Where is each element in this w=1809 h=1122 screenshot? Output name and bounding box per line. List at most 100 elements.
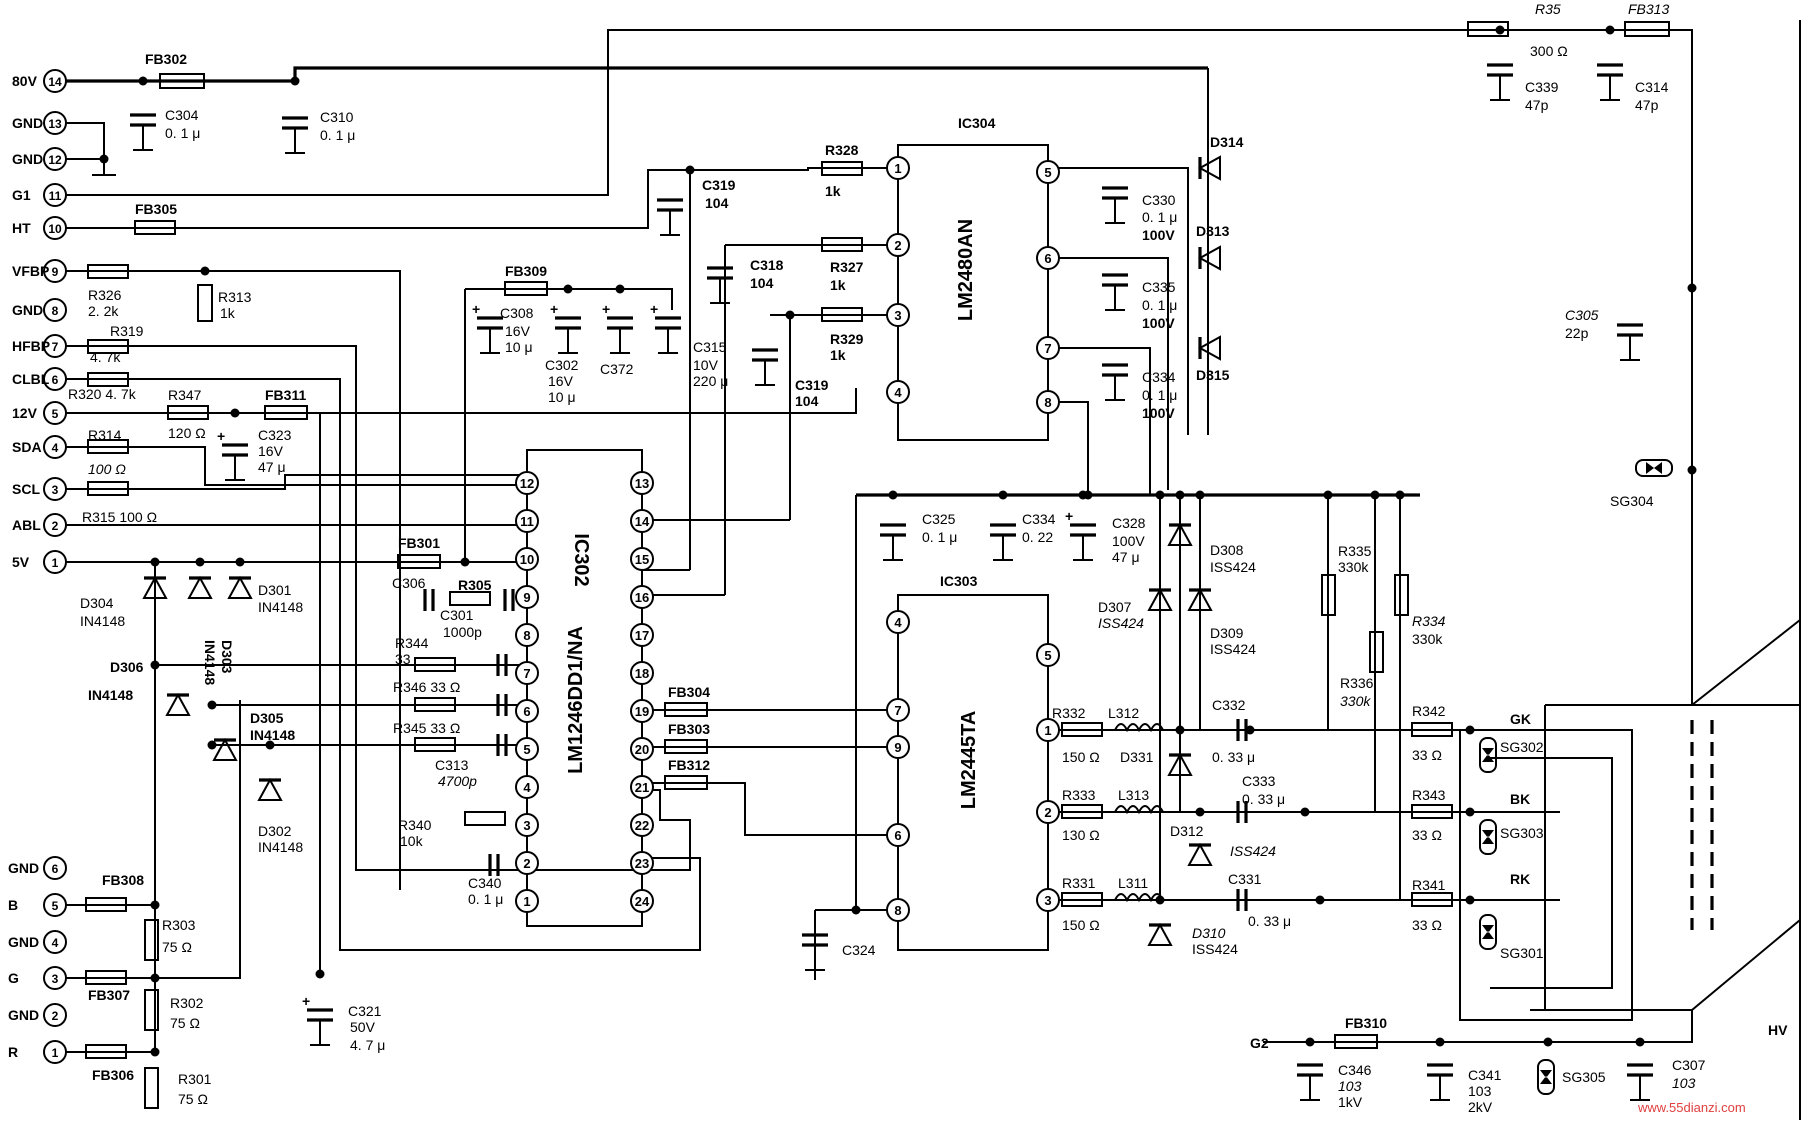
pin-number: 2 [894, 238, 901, 253]
fb306-ferrite [85, 1044, 127, 1059]
fb306-label: FB306 [92, 1067, 134, 1083]
r336-label: R336 [1340, 675, 1374, 691]
ic302-part: LM1246DD1/NA [565, 626, 587, 774]
fb313-label: FB313 [1628, 1, 1669, 17]
c302-label: C302 [545, 357, 579, 373]
d314-label: D314 [1210, 134, 1244, 150]
junction-dot [1435, 1037, 1445, 1047]
junction-dot [785, 310, 795, 320]
c339-capacitor [1487, 63, 1513, 101]
r333v-label: 130 Ω [1062, 827, 1100, 843]
r346-resistor [414, 697, 456, 712]
ic304-lm2480: IC304 LM2480AN [897, 115, 1049, 441]
junction-dot [1195, 490, 1205, 500]
d313-label: D313 [1196, 223, 1230, 239]
ic-pin-6: 6 [886, 823, 910, 847]
ic-pin-11: 11 [515, 509, 539, 533]
d315-label: D315 [1196, 367, 1230, 383]
polarity-mark: + [472, 301, 480, 317]
c334av1-label: 0. 1 μ [1142, 387, 1177, 403]
r326-resistor [87, 264, 129, 279]
r328-resistor [821, 161, 863, 176]
ic-pin-3: 3 [886, 303, 910, 327]
fb309-label: FB309 [505, 263, 547, 279]
ic-pin-13: 13 [630, 471, 654, 495]
r320-resistor [87, 372, 129, 387]
crt-grid [1530, 720, 1714, 1011]
pin-number: 4 [894, 385, 902, 400]
d302-label: D302 [258, 823, 292, 839]
d309-diode [1187, 587, 1213, 611]
r303-label: R303 [162, 917, 196, 933]
r301-label: R301 [178, 1071, 212, 1087]
pin-number: 9 [523, 590, 530, 605]
ic-pin-1: 1 [1036, 718, 1060, 742]
l311-inductor [1114, 893, 1164, 903]
rk-label: RK [1510, 871, 1530, 887]
ic-pin-18: 18 [630, 661, 654, 685]
c340-label: C340 [468, 875, 502, 891]
pin-number: 21 [635, 780, 649, 795]
pin-number: 13 [48, 117, 62, 131]
pin-label: HT [12, 220, 31, 236]
c319bv-label: 104 [795, 393, 819, 409]
ic-pin-3: 3 [515, 813, 539, 837]
sg304-spark-gap [1635, 459, 1673, 477]
pin-number: 19 [635, 704, 649, 719]
pin-number: 1 [1044, 723, 1051, 738]
r328-label: R328 [825, 142, 859, 158]
c308v1-label: 16V [505, 323, 531, 339]
c330-capacitor [1102, 186, 1128, 224]
d309-label: D309 [1210, 625, 1244, 641]
ic-pin-9: 9 [515, 585, 539, 609]
c305v-label: 22p [1565, 325, 1589, 341]
d307v-label: ISS424 [1098, 615, 1144, 631]
ic-pin-1: 1 [515, 889, 539, 913]
pin-number: 11 [49, 189, 62, 203]
fb303-ferrite [664, 739, 708, 754]
d305-label: D305 [250, 710, 284, 726]
sg301-label: SG301 [1500, 945, 1544, 961]
resistors [85, 21, 1670, 1109]
c314-capacitor [1597, 63, 1623, 101]
junction-dot [1078, 490, 1088, 500]
pin-label: SDA [12, 439, 42, 455]
r319-resistor [87, 339, 129, 354]
c310v-label: 0. 1 μ [320, 127, 355, 143]
junction-dot [1175, 725, 1185, 735]
pin-number: 4 [523, 780, 531, 795]
sg303-spark-gap [1479, 819, 1497, 855]
ic-pins: 1211109876543211314151617181920212223241… [515, 156, 1060, 922]
d310-label: D310 [1192, 925, 1226, 941]
r326-label: R326 [88, 287, 122, 303]
input-connector: 1480V13GND12GND11G110HT9VFBP8GND7HFBP6CL… [12, 69, 67, 574]
pin-label: R [8, 1044, 18, 1060]
wires [66, 20, 1801, 1120]
sg302-spark-gap [1479, 737, 1497, 773]
r313v-label: 1k [220, 305, 236, 321]
fb301-label: FB301 [398, 535, 440, 551]
r305-label: R305 [458, 577, 492, 593]
r332-label: R332 [1052, 705, 1086, 721]
d301-diode [227, 575, 253, 599]
pin-label: G1 [12, 187, 31, 203]
r301-resistor [144, 1067, 159, 1109]
r331-label: R331 [1062, 875, 1096, 891]
fb307-label: FB307 [88, 987, 130, 1003]
c304-label: C304 [165, 107, 199, 123]
junction-dot [150, 660, 160, 670]
fb308-ferrite [85, 897, 127, 912]
junction-dot [1605, 25, 1615, 35]
c334a-label: C334 [1142, 369, 1176, 385]
ic-pin-9: 9 [886, 735, 910, 759]
c340v-label: 0. 1 μ [468, 891, 503, 907]
r332-resistor [1061, 722, 1103, 737]
pin-number: 7 [523, 666, 530, 681]
d312v-label: ISS424 [1230, 843, 1276, 859]
ic-pin-6: 6 [515, 699, 539, 723]
d304v-label: IN4148 [80, 613, 125, 629]
c323v1-label: 16V [258, 443, 284, 459]
polarity-mark: + [302, 993, 310, 1009]
r35-resistor [1467, 21, 1509, 37]
